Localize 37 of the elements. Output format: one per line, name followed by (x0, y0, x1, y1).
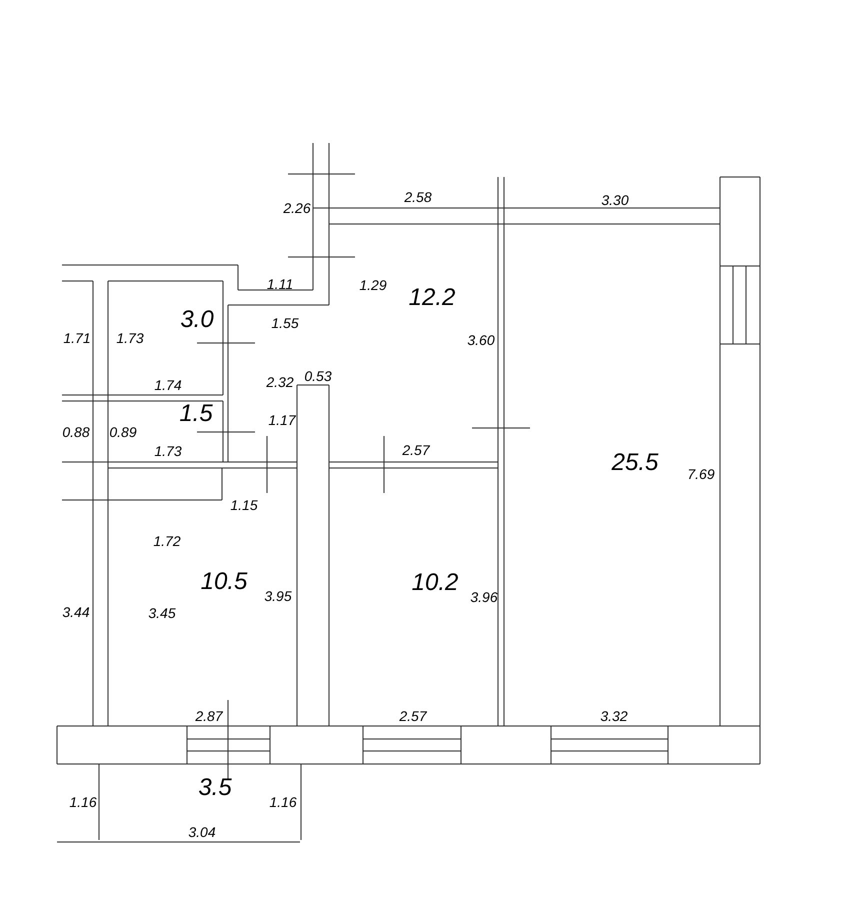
dimension-label: 3.60 (466, 333, 496, 347)
dimension-label: 3.30 (600, 193, 630, 207)
dimension-label: 1.17 (267, 413, 297, 427)
dimension-label: 2.32 (265, 375, 295, 389)
dimension-label: 3.04 (187, 825, 217, 839)
dimension-label: 1.71 (62, 331, 92, 345)
dimension-label: 1.74 (153, 378, 183, 392)
dimension-label: 1.55 (270, 316, 300, 330)
dimension-label: 1.16 (68, 795, 98, 809)
dimension-label: 1.29 (358, 278, 388, 292)
dimension-label: 1.11 (266, 277, 294, 291)
room-area-label: 1.5 (178, 402, 214, 426)
dimension-label: 1.15 (229, 498, 259, 512)
dimension-label: 3.45 (147, 606, 177, 620)
dimension-label: 0.88 (61, 425, 91, 439)
dimension-label: 3.96 (469, 590, 499, 604)
room-area-label: 3.5 (197, 776, 233, 800)
dimension-label: 1.72 (152, 534, 182, 548)
room-area-label: 10.5 (200, 570, 248, 594)
dimension-label: 2.58 (403, 190, 433, 204)
dimension-label: 2.57 (401, 443, 431, 457)
room-area-label: 10.2 (410, 571, 460, 595)
dimension-label: 2.57 (398, 709, 428, 723)
dimension-label: 1.73 (153, 444, 183, 458)
dimension-label: 2.26 (282, 201, 312, 215)
dimension-label: 1.16 (268, 795, 298, 809)
room-area-label: 3.0 (179, 308, 215, 332)
dimension-label: 3.44 (61, 605, 91, 619)
dimension-label: 3.95 (263, 589, 293, 603)
dimension-label: 1.73 (115, 331, 145, 345)
dimension-label: 3.32 (599, 709, 629, 723)
room-area-label: 12.2 (408, 286, 456, 310)
dimension-label: 7.69 (686, 467, 716, 481)
room-area-label: 25.5 (610, 451, 660, 475)
dimension-label: 0.89 (108, 425, 138, 439)
dimension-label: 2.87 (194, 709, 224, 723)
dimension-label: 0.53 (303, 369, 333, 383)
